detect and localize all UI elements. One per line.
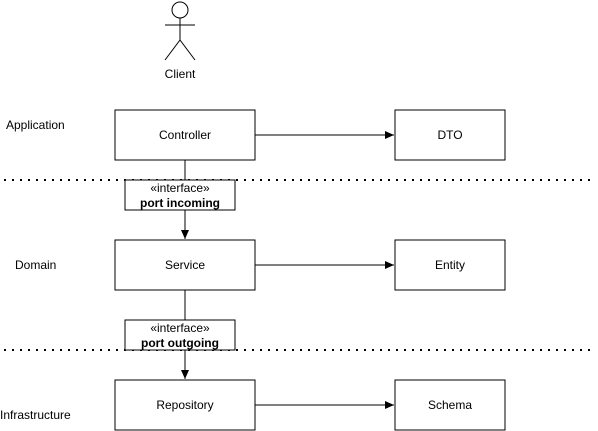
node-entity-label: Entity <box>435 258 465 272</box>
node-repository-label: Repository <box>156 398 213 412</box>
actor-head <box>171 1 189 19</box>
actor-left-leg <box>164 39 181 61</box>
node-service-label: Service <box>165 258 205 272</box>
layer-label-domain: Domain <box>15 258 56 272</box>
node-repository: Repository <box>114 379 256 431</box>
node-dto-label: DTO <box>437 128 462 142</box>
layer-label-application: Application <box>6 118 65 132</box>
port-outgoing-name: port outgoing <box>141 336 219 350</box>
port-incoming: «interface» port incoming <box>124 179 236 211</box>
client-actor: Client <box>164 1 196 81</box>
layer-label-infrastructure: Infrastructure <box>0 408 71 422</box>
node-entity: Entity <box>394 239 506 291</box>
port-outgoing-stereotype: «interface» <box>150 321 210 335</box>
actor-right-leg <box>179 39 196 61</box>
node-dto: DTO <box>394 109 506 161</box>
port-outgoing: «interface» port outgoing <box>124 319 236 351</box>
port-incoming-stereotype: «interface» <box>150 181 210 195</box>
node-controller-label: Controller <box>159 128 211 142</box>
node-controller: Controller <box>114 109 256 161</box>
port-incoming-name: port incoming <box>140 196 220 210</box>
node-schema: Schema <box>394 379 506 431</box>
node-service: Service <box>114 239 256 291</box>
node-schema-label: Schema <box>428 398 472 412</box>
actor-label: Client <box>165 67 196 81</box>
